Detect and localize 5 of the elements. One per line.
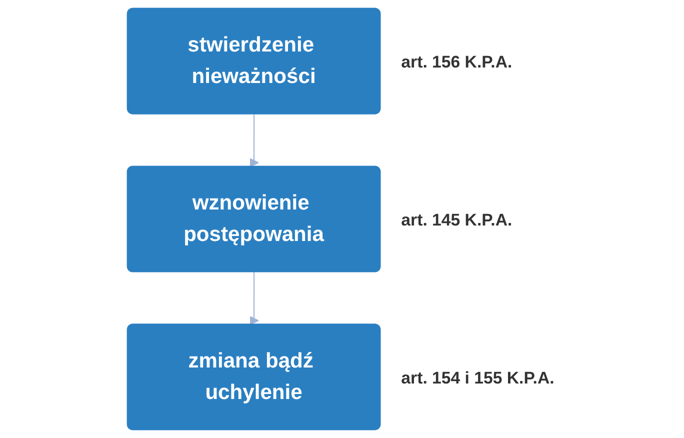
article-reference: art. 145 K.P.A. bbox=[401, 210, 512, 230]
arrow bbox=[250, 114, 259, 168]
arrow bbox=[250, 272, 259, 326]
article-reference: art. 156 K.P.A. bbox=[401, 52, 512, 72]
article-reference: art. 154 i 155 K.P.A. bbox=[401, 368, 554, 388]
